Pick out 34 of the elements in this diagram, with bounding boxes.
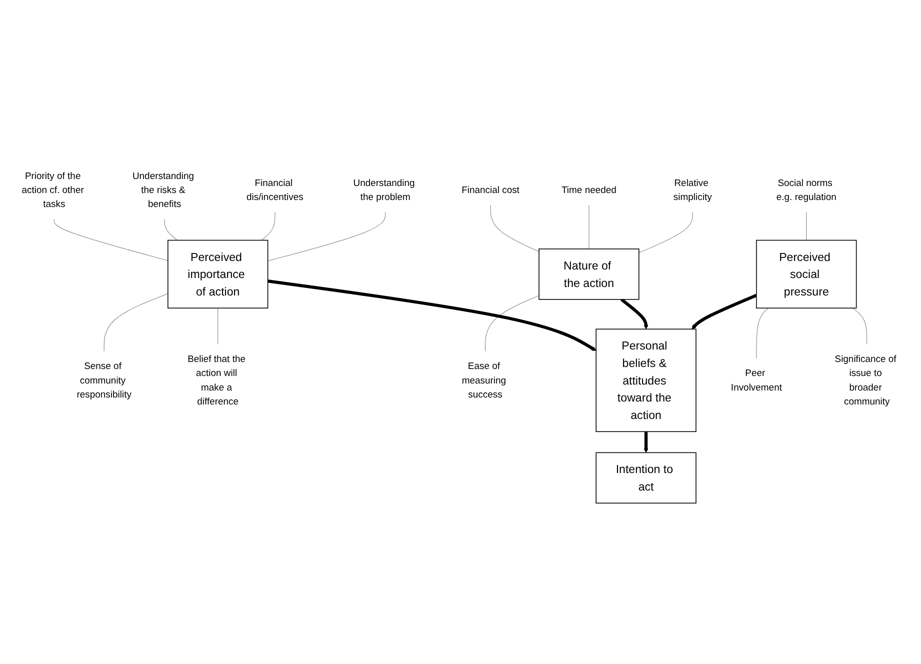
node-box: Perceived importance of action bbox=[168, 240, 268, 308]
node-box: Personal beliefs & attitudes toward the action bbox=[596, 328, 696, 432]
node-box: Perceived social pressure bbox=[756, 240, 857, 308]
node-box: Nature of the action bbox=[538, 248, 640, 300]
node-text: Financial dis/incentives bbox=[246, 177, 304, 202]
connector bbox=[268, 212, 386, 262]
node-text: Understanding the problem bbox=[353, 177, 415, 202]
arrow bbox=[268, 279, 596, 351]
node-text: Social norms e.g. regulation bbox=[776, 177, 836, 202]
connector bbox=[638, 212, 693, 254]
node-text: Significance of issue to broader community bbox=[834, 354, 896, 407]
connector bbox=[485, 295, 540, 352]
connector bbox=[756, 308, 769, 359]
node-text: Time needed bbox=[562, 184, 616, 196]
node-text: Ease of measuring success bbox=[462, 360, 506, 400]
node-text: Peer Involvement bbox=[730, 368, 782, 392]
node-text: Belief that the action will make a difference bbox=[188, 354, 246, 407]
node-text: Sense of community responsibility bbox=[76, 360, 132, 400]
node-box: Intention to act bbox=[596, 452, 696, 504]
connector bbox=[54, 218, 168, 261]
arrow bbox=[620, 298, 648, 330]
connector bbox=[261, 212, 276, 241]
arrow bbox=[692, 294, 758, 330]
node-text: Understanding the risks & benefits bbox=[132, 170, 194, 210]
node-text: Financial cost bbox=[462, 184, 520, 196]
node-text: Relative simplicity bbox=[673, 177, 712, 202]
connector bbox=[588, 204, 590, 250]
connector bbox=[164, 218, 178, 241]
connector bbox=[852, 308, 868, 344]
connector bbox=[490, 204, 540, 252]
connector bbox=[104, 293, 168, 352]
connector bbox=[806, 212, 807, 241]
arrow bbox=[644, 432, 648, 453]
node-text: Priority of the action cf. other tasks bbox=[22, 170, 84, 210]
